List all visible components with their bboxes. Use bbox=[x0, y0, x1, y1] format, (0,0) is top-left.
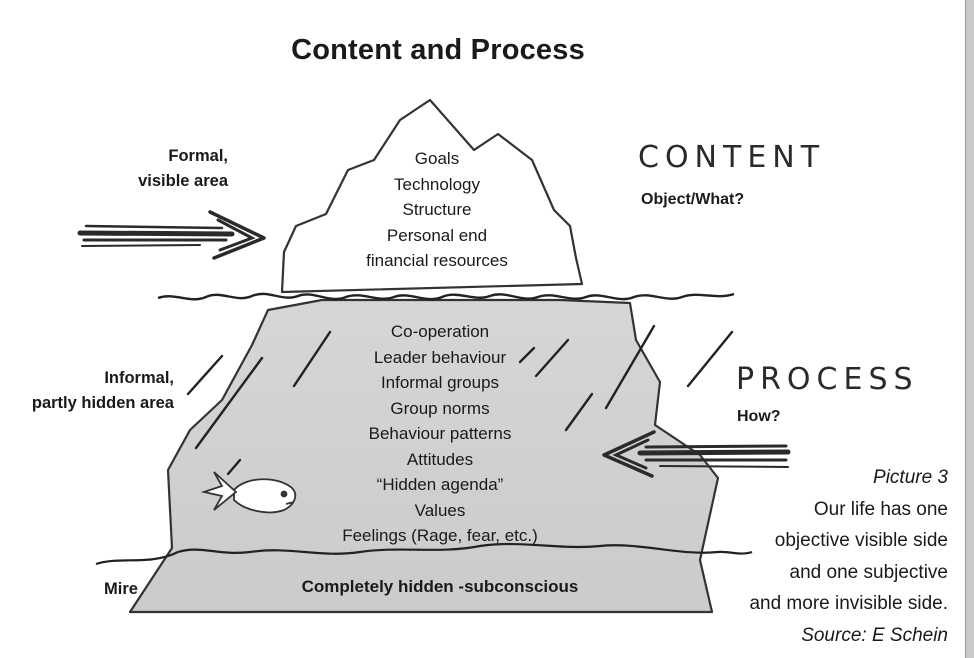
process-item: Attitudes bbox=[406, 449, 474, 469]
process-item: Feelings (Rage, fear, etc.) bbox=[342, 526, 538, 545]
process-item: Behaviour patterns bbox=[368, 424, 512, 443]
mire-label: Mire bbox=[104, 580, 138, 598]
process-item: “Hidden agenda” bbox=[376, 475, 504, 494]
fish-icon bbox=[200, 471, 297, 514]
process-item: Values bbox=[414, 500, 466, 520]
process-heading: PROCESS bbox=[736, 362, 919, 397]
content-items-list: Goals Technology Structure Personal end … bbox=[332, 146, 542, 274]
process-arrow bbox=[602, 430, 791, 478]
page-edge-strip bbox=[966, 0, 974, 658]
caption-source: Source: E Schein bbox=[801, 624, 948, 646]
process-question: How? bbox=[737, 408, 781, 425]
mire-line bbox=[95, 542, 753, 566]
content-heading: CONTENT bbox=[638, 140, 826, 175]
picture-caption: Picture 3 Our life has one objective vis… bbox=[749, 462, 948, 651]
caption-line: and more invisible side. bbox=[749, 593, 948, 614]
process-item: Informal groups bbox=[380, 373, 500, 392]
subconscious-label: Completely hidden -subconscious bbox=[301, 577, 579, 596]
process-item: Group norms bbox=[390, 398, 490, 418]
informal-hidden-area-label: Informal, partly hidden area bbox=[31, 369, 174, 412]
rain-strokes bbox=[186, 324, 734, 476]
process-item: Co-operation bbox=[390, 322, 490, 341]
content-item: Goals bbox=[414, 149, 460, 168]
caption-line: Our life has one bbox=[813, 498, 948, 520]
caption-picture-number: Picture 3 bbox=[873, 467, 948, 488]
process-items-list: Co-operation Leader behaviour Informal g… bbox=[300, 319, 580, 549]
content-item: financial resources bbox=[366, 251, 508, 270]
water-line bbox=[157, 292, 735, 301]
content-question: Object/What? bbox=[641, 191, 745, 208]
iceberg-underwater-body bbox=[128, 298, 720, 614]
formal-visible-area-label: Formal, visible area bbox=[138, 147, 228, 190]
caption-line: objective visible side bbox=[774, 530, 948, 551]
content-item: Structure bbox=[402, 200, 472, 219]
caption-line: and one subjective bbox=[789, 561, 948, 583]
diagram-title: Content and Process bbox=[291, 34, 585, 66]
content-item: Technology bbox=[393, 174, 480, 194]
page-edge-line bbox=[965, 0, 966, 658]
formal-arrow bbox=[77, 210, 266, 260]
content-item: Personal end bbox=[386, 225, 488, 245]
process-item: Leader behaviour bbox=[373, 347, 507, 367]
iceberg-tip bbox=[280, 98, 584, 294]
